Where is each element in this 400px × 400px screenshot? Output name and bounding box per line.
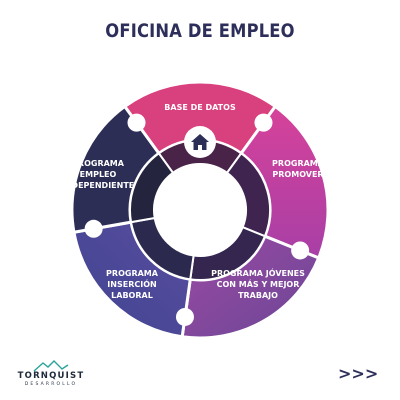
segment-label-line: BASE DE DATOS (164, 103, 236, 112)
home-icon (184, 126, 216, 158)
brand-name: TORNQUIST (17, 371, 85, 381)
segment-label-line: LABORAL (111, 291, 153, 300)
segment-label-line: CON MÁS Y MEJOR (217, 278, 300, 289)
brand-subtitle: DESARROLLO (24, 382, 78, 387)
segment-label-line: PROGRAMA JÓVENES (211, 267, 305, 278)
segment-label-independiente: PROGRAMA EMPLEO INDEPENDIENTE (62, 159, 135, 190)
segment-label-line: INSERCIÓN (107, 278, 156, 289)
segment-label-line: PROGRAMA (106, 269, 159, 278)
connector-dot (84, 219, 103, 238)
segment-label-promover: PROGRAMA PROMOVER (272, 159, 325, 179)
center-circle (154, 164, 246, 256)
connector-dot (127, 113, 146, 132)
segment-label-base-datos: BASE DE DATOS (164, 103, 236, 112)
segment-label-line: TRABAJO (238, 291, 278, 300)
segment-label-line: PROGRAMA (272, 159, 325, 168)
connector-dot (254, 113, 273, 132)
segment-label-line: PROMOVER (272, 170, 323, 179)
brand-logo: TORNQUIST DESARROLLO (16, 360, 86, 394)
page-title: OFICINA DE EMPLEO (105, 20, 295, 42)
segment-label-line: EMPLEO (80, 170, 117, 179)
next-page-button[interactable]: >>> (338, 364, 379, 383)
segment-label-line: PROGRAMA (72, 159, 125, 168)
connector-dot (175, 307, 194, 326)
segment-label-line: INDEPENDIENTE (62, 181, 135, 190)
connector-dot (291, 241, 310, 260)
mountain-icon (33, 360, 69, 372)
